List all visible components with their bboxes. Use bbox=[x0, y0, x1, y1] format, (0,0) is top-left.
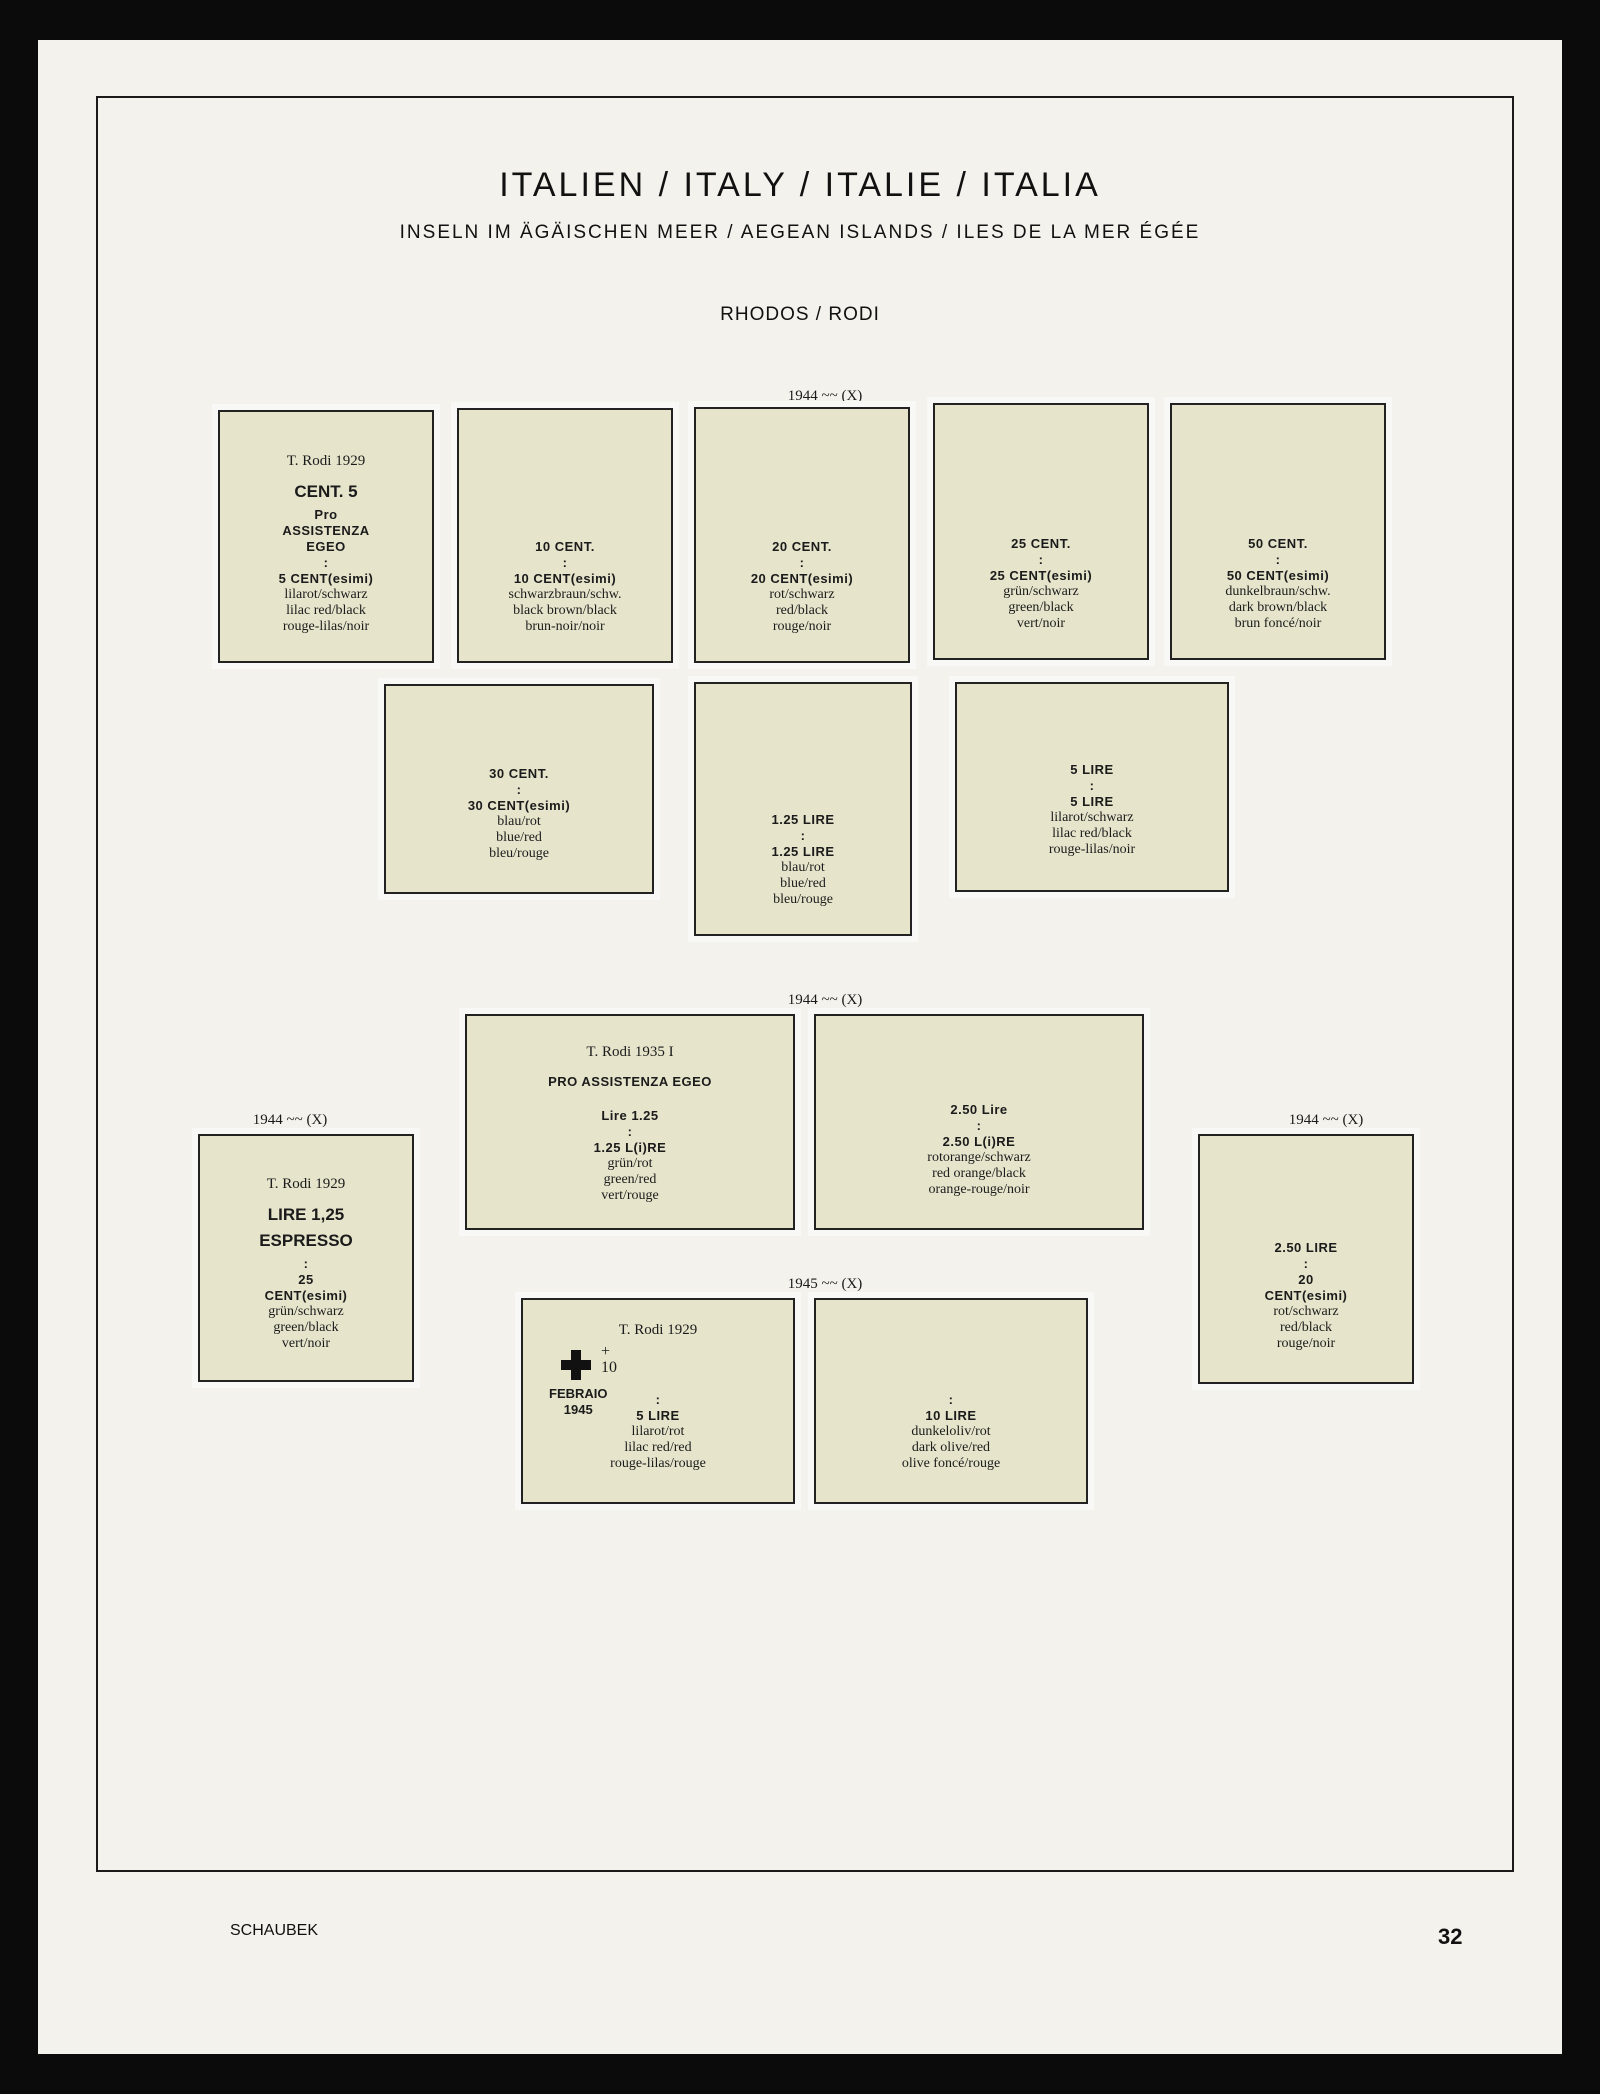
section-header-left: 1944 ~~ (X) bbox=[252, 1112, 328, 1128]
stamp-mount-s1: T. Rodi 1929 CENT. 5 Pro ASSISTENZA EGEO… bbox=[218, 410, 434, 663]
stamp-value: CENT. 5 bbox=[294, 482, 358, 501]
stamp-mount-s14: : 10 LIRE dunkeloliv/rot dark olive/red … bbox=[814, 1298, 1088, 1504]
page-number: 32 bbox=[1438, 1924, 1463, 1949]
overprint-text: T. Rodi 1929 bbox=[286, 453, 366, 469]
stamp-mount-s7: 1.25 LIRE : 1.25 LIRE blau/rot blue/red … bbox=[694, 682, 912, 936]
stamp-mount-s6: 30 CENT. : 30 CENT(esimi) blau/rot blue/… bbox=[384, 684, 654, 894]
red-cross-icon bbox=[561, 1350, 591, 1380]
page-title: ITALIEN / ITALY / ITALIE / ITALIA bbox=[499, 166, 1101, 204]
stamp-mount-s9: T. Rodi 1935 I PRO ASSISTENZA EGEO Lire … bbox=[465, 1014, 795, 1230]
overprint-text: T. Rodi 1929 bbox=[618, 1322, 698, 1338]
page-frame bbox=[96, 96, 1514, 1872]
publisher-name: SCHAUBEK bbox=[230, 1922, 319, 1939]
overprint-text: T. Rodi 1929 bbox=[266, 1176, 346, 1192]
album-page: ITALIEN / ITALY / ITALIE / ITALIA INSELN… bbox=[38, 40, 1562, 2054]
stamp-mount-s8: 5 LIRE : 5 LIRE lilarot/schwarz lilac re… bbox=[955, 682, 1229, 892]
stamp-mount-s4: 25 CENT. : 25 CENT(esimi) grün/schwarz g… bbox=[933, 403, 1149, 660]
stamp-mount-s10: 2.50 Lire : 2.50 L(i)RE rotorange/schwar… bbox=[814, 1014, 1144, 1230]
stamp-mount-s3: 20 CENT. : 20 CENT(esimi) rot/schwarz re… bbox=[694, 407, 910, 663]
page-subtitle: INSELN IM ÄGÄISCHEN MEER / AEGEAN ISLAND… bbox=[399, 222, 1201, 243]
section-header-row4: 1945 ~~ (X) bbox=[787, 1276, 863, 1292]
overprint-text: T. Rodi 1935 I bbox=[586, 1044, 674, 1060]
section-header-row3: 1944 ~~ (X) bbox=[787, 992, 863, 1008]
stamp-mount-s13: T. Rodi 1929 + 10 FEBRAIO 1945 : 5 LIRE … bbox=[521, 1298, 795, 1504]
region-title: RHODOS / RODI bbox=[720, 304, 880, 325]
stamp-mount-s12: 2.50 LIRE : 20 CENT(esimi) rot/schwarz r… bbox=[1198, 1134, 1414, 1384]
stamp-mount-s5: 50 CENT. : 50 CENT(esimi) dunkelbraun/sc… bbox=[1170, 403, 1386, 660]
stamp-mount-s11: T. Rodi 1929 LIRE 1,25 ESPRESSO : 25 CEN… bbox=[198, 1134, 414, 1382]
section-header-right: 1944 ~~ (X) bbox=[1288, 1112, 1364, 1128]
stamp-mount-s2: 10 CENT. : 10 CENT(esimi) schwarzbraun/s… bbox=[457, 408, 673, 663]
section-header-row1: 1944 ~~ (X) bbox=[787, 388, 863, 404]
